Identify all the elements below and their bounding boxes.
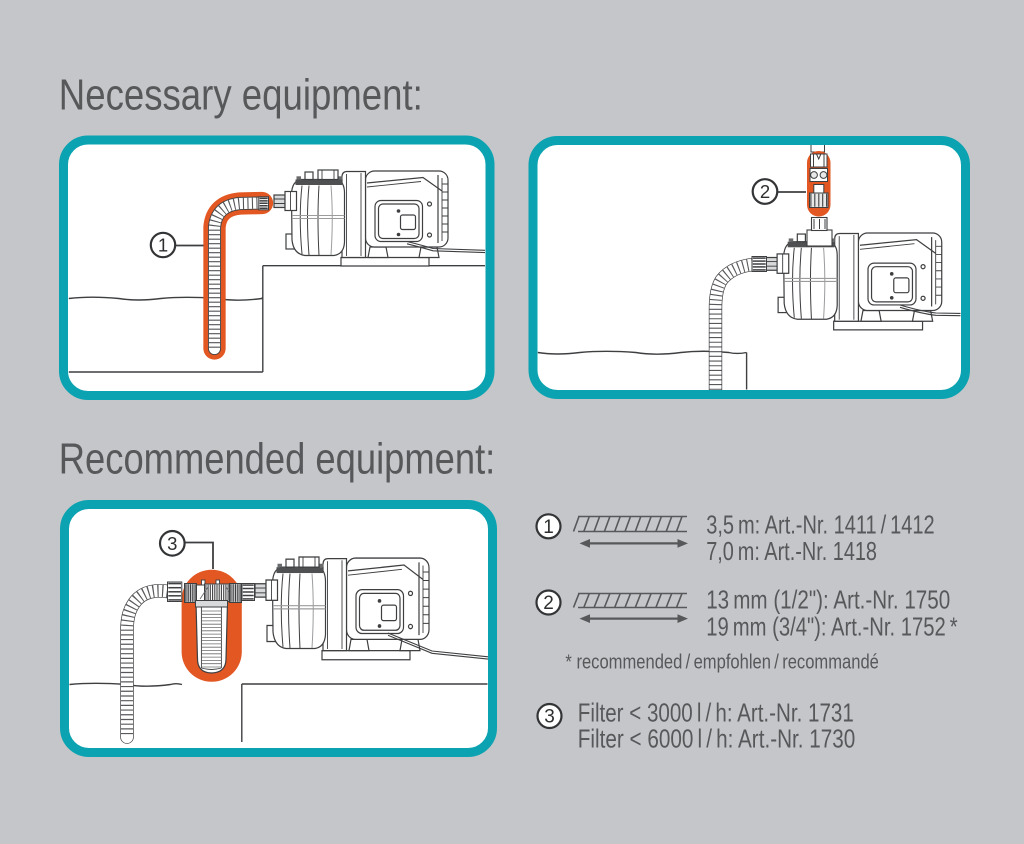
- svg-text:2: 2: [760, 181, 770, 202]
- svg-text:19 mm (3/4"): Art.-Nr. 1752 *: 19 mm (3/4"): Art.-Nr. 1752 *: [706, 611, 958, 641]
- svg-text:Filter < 3000 l / h: Art.-Nr.: Filter < 3000 l / h: Art.-Nr. 1731: [578, 698, 854, 728]
- svg-text:13 mm (1/2"): Art.-Nr. 1750: 13 mm (1/2"): Art.-Nr. 1750: [706, 585, 950, 615]
- svg-text:Necessary equipment:: Necessary equipment:: [59, 71, 423, 119]
- svg-text:3: 3: [544, 707, 555, 728]
- svg-text:1: 1: [158, 235, 168, 256]
- svg-text:Recommended equipment:: Recommended equipment:: [59, 435, 496, 483]
- svg-text:Filter < 6000 l / h: Art.-Nr.: Filter < 6000 l / h: Art.-Nr. 1730: [578, 724, 856, 754]
- svg-text:* recommended / empfohlen / re: * recommended / empfohlen / recommandé: [565, 651, 879, 674]
- svg-text:2: 2: [543, 593, 554, 614]
- svg-text:3,5 m: Art.-Nr. 1411 / 1412: 3,5 m: Art.-Nr. 1411 / 1412: [706, 509, 935, 539]
- svg-text:3: 3: [167, 533, 177, 554]
- svg-text:1: 1: [543, 517, 554, 538]
- svg-text:7,0 m: Art.-Nr. 1418: 7,0 m: Art.-Nr. 1418: [706, 536, 877, 566]
